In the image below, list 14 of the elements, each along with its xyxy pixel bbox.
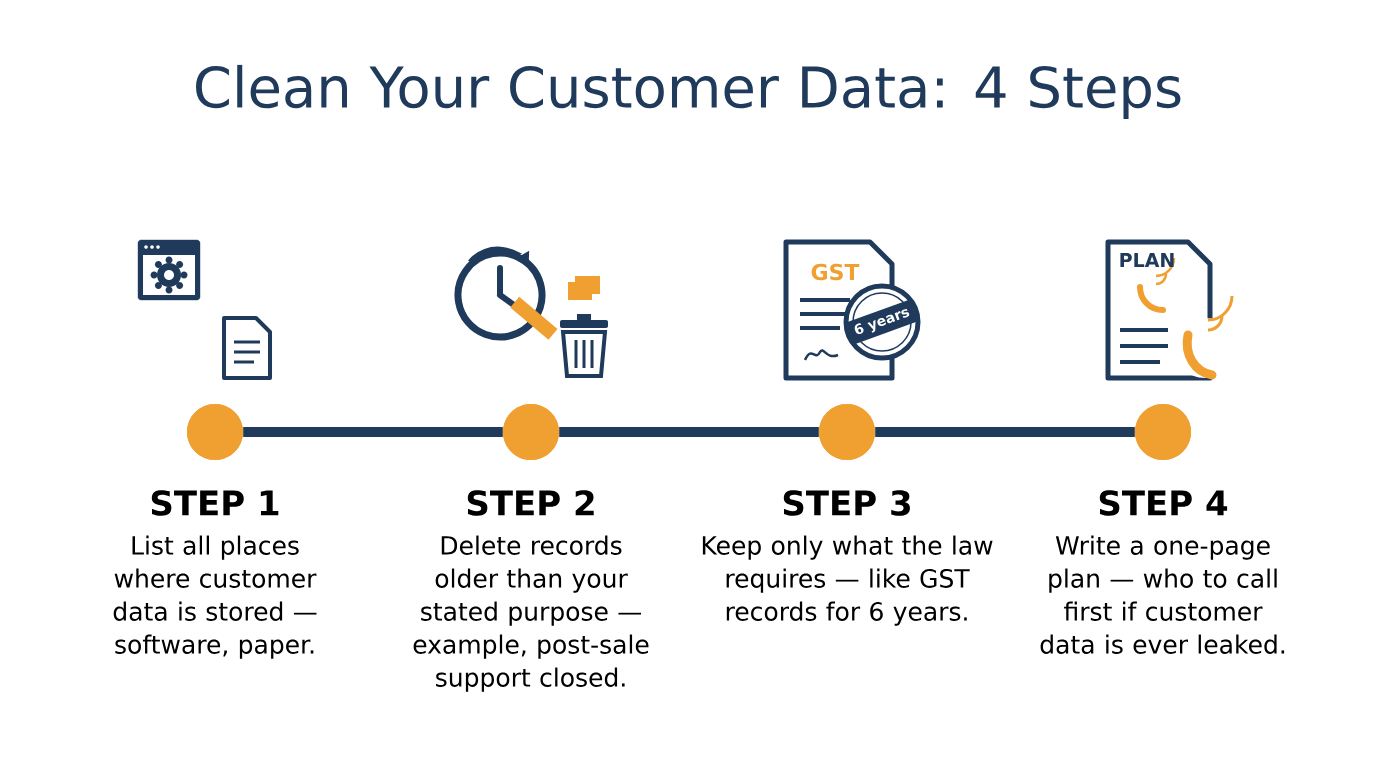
timeline-line bbox=[875, 427, 1135, 437]
timeline-line bbox=[243, 427, 503, 437]
step-heading: STEP 2 bbox=[467, 490, 594, 516]
timeline-line bbox=[559, 427, 819, 437]
step-description: List all places where customer data is stored — software, paper. bbox=[113, 535, 317, 659]
step-description: Keep only what the law requires — like GST records for 6 years. bbox=[702, 535, 993, 626]
step-description: Write a one-page plan — who to call first if customer data is ever leaked. bbox=[1040, 535, 1285, 654]
step-heading: STEP 3 bbox=[783, 490, 910, 516]
icon-label: GST bbox=[811, 263, 860, 281]
step-heading: STEP 1 bbox=[151, 490, 279, 516]
icon-label: PLAN bbox=[1120, 253, 1174, 267]
step-heading: STEP 4 bbox=[1099, 490, 1228, 516]
title: Clean Your Customer Data: 4 Steps bbox=[196, 64, 1181, 120]
step-description: Delete records older than your stated purpose — example, post-sale support closed. bbox=[413, 535, 649, 692]
